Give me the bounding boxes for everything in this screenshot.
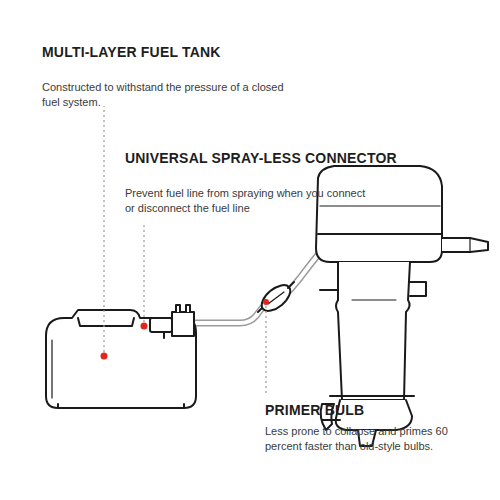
- callout-heading: UNIVERSAL SPRAY-LESS CONNECTOR: [125, 150, 425, 167]
- callout-text: Constructed to withstand the pressure of…: [42, 80, 292, 110]
- leader-line: [143, 222, 144, 322]
- leader-line: [265, 306, 266, 394]
- marker-dot: [101, 353, 108, 360]
- callout-text: Less prone to collapse and primes 60 per…: [265, 424, 485, 454]
- callout-text: Prevent fuel line from spraying when you…: [125, 186, 375, 216]
- callout-heading: MULTI-LAYER FUEL TANK: [42, 44, 302, 61]
- fuel-hose: [196, 308, 262, 323]
- primer-bulb: [257, 280, 295, 316]
- callout-heading: PRIMER BULB: [265, 402, 485, 419]
- leader-line: [103, 106, 104, 352]
- marker-dot: [141, 323, 148, 330]
- spray-less-connector: [150, 305, 194, 338]
- fuel-tank: [46, 310, 196, 408]
- marker-dot: [263, 299, 269, 305]
